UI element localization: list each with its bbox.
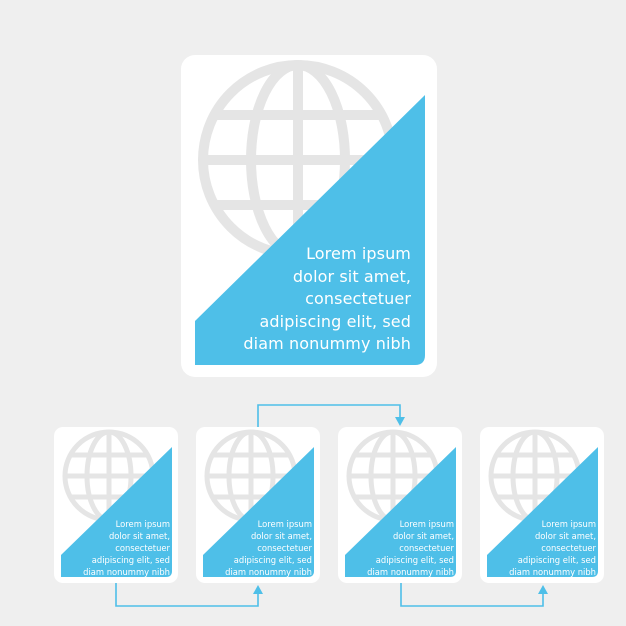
connector-2-3 xyxy=(257,404,401,427)
main-card: Lorem ipsum dolor sit amet, consectetuer… xyxy=(181,55,437,377)
small-card-text: Lorem ipsum dolor sit amet, consectetuer… xyxy=(225,519,312,577)
small-card-3: Lorem ipsum dolor sit amet, consectetuer… xyxy=(338,427,462,583)
accent-triangle xyxy=(61,447,172,577)
small-card-text: Lorem ipsum dolor sit amet, consectetuer… xyxy=(83,519,170,577)
accent-triangle xyxy=(195,95,425,365)
small-card-art xyxy=(345,429,456,577)
connector-1-2 xyxy=(115,583,259,607)
accent-triangle xyxy=(345,447,456,577)
connector-3-4 xyxy=(400,583,544,607)
main-card-art xyxy=(195,60,425,365)
main-card-text: Lorem ipsum dolor sit amet, consectetuer… xyxy=(243,244,411,353)
small-card-art xyxy=(487,429,598,577)
accent-triangle xyxy=(203,447,314,577)
arrowhead-2 xyxy=(395,417,405,426)
globe-icon xyxy=(488,429,582,523)
small-card-1: Lorem ipsum dolor sit amet, consectetuer… xyxy=(54,427,178,583)
small-card-art xyxy=(61,429,172,577)
small-card-2: Lorem ipsum dolor sit amet, consectetuer… xyxy=(196,427,320,583)
arrowhead-1 xyxy=(253,585,263,594)
small-card-text: Lorem ipsum dolor sit amet, consectetuer… xyxy=(509,519,596,577)
arrowhead-3 xyxy=(538,585,548,594)
accent-triangle xyxy=(487,447,598,577)
small-card-text: Lorem ipsum dolor sit amet, consectetuer… xyxy=(367,519,454,577)
small-card-4: Lorem ipsum dolor sit amet, consectetuer… xyxy=(480,427,604,583)
small-card-art xyxy=(203,429,314,577)
